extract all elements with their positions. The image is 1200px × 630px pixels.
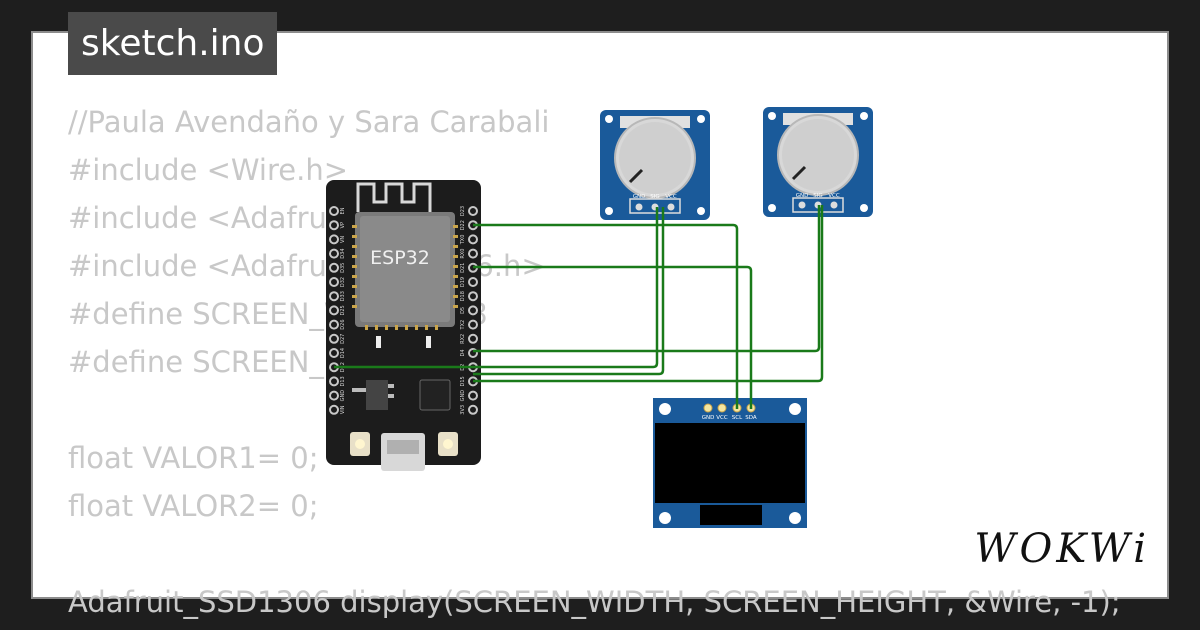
wire-pot2-vcc xyxy=(473,205,824,383)
usb-chip xyxy=(419,379,451,411)
esp32-pin-d34[interactable] xyxy=(329,248,339,259)
esp32-pin-vp[interactable] xyxy=(329,220,339,231)
wires xyxy=(334,205,824,409)
esp32-pin-label: D18 xyxy=(460,291,466,301)
esp32-pin-d18[interactable] xyxy=(468,291,478,302)
esp32-pin-3v3[interactable] xyxy=(468,404,478,415)
wire-sda xyxy=(473,265,753,409)
svg-text:VCC: VCC xyxy=(665,194,677,200)
esp32-pin-label: D21 xyxy=(460,263,466,273)
esp32-pin-label: TX2 xyxy=(460,320,466,331)
esp32-pin-vin[interactable] xyxy=(329,404,339,415)
svg-text:GND: GND xyxy=(702,415,715,421)
svg-text:SDA: SDA xyxy=(745,415,757,421)
esp32-pin-label: VIN xyxy=(340,405,346,414)
esp32-pin-d26[interactable] xyxy=(329,319,339,330)
esp32-pin-label: RX0 xyxy=(460,249,466,259)
esp32-pin-rx0[interactable] xyxy=(468,248,478,259)
esp32-pin-label: D27 xyxy=(340,334,346,344)
esp32-pin-label: VN xyxy=(340,236,346,243)
code-line: float VALOR2= 0; xyxy=(68,489,319,523)
esp32-pin-d25[interactable] xyxy=(329,305,339,316)
esp32-pin-label: GND xyxy=(460,390,466,402)
esp32-pin-label: D33 xyxy=(340,291,346,301)
svg-text:VCC: VCC xyxy=(828,193,840,199)
esp32-pin-label: D25 xyxy=(340,305,346,315)
svg-text:SIG: SIG xyxy=(650,194,659,200)
potentiometer-2[interactable]: GND SIG VCC xyxy=(763,107,873,217)
code-line: float VALOR1= 0; xyxy=(68,441,319,475)
esp32-pin-tx2[interactable] xyxy=(468,319,478,330)
wire-pot2-sig xyxy=(473,205,821,353)
antenna-trace xyxy=(356,182,432,212)
esp32-pin-d19[interactable] xyxy=(468,277,478,287)
esp32-pin-gnd[interactable] xyxy=(329,390,339,401)
oled-screen xyxy=(655,423,805,503)
esp32-pin-label: VP xyxy=(340,222,346,228)
wire-pot1-sig xyxy=(334,207,659,369)
esp32-pin-label: D35 xyxy=(340,263,346,273)
esp32-pin-label: D14 xyxy=(340,348,346,358)
code-line: Adafruit_SSD1306 display(SCREEN_WIDTH, S… xyxy=(68,585,1121,619)
esp32-pin-d13[interactable] xyxy=(329,376,339,387)
esp32-pin-label: EN xyxy=(340,207,346,214)
esp32-pin-label: D5 xyxy=(460,307,466,314)
esp32-pin-d32[interactable] xyxy=(329,277,339,287)
code-line: #include <Wire.h> xyxy=(68,153,349,187)
svg-text:SIG: SIG xyxy=(813,193,822,199)
esp32-pin-label: TX0 xyxy=(460,235,466,246)
esp32-pin-d23[interactable] xyxy=(468,206,478,216)
esp32-pin-d35[interactable] xyxy=(329,262,339,273)
esp32-pin-vn[interactable] xyxy=(329,234,339,245)
esp32-pin-label: 3V3 xyxy=(460,405,466,415)
esp32-pin-gnd[interactable] xyxy=(468,390,478,401)
potentiometer-1[interactable]: GND SIG VCC xyxy=(600,110,710,220)
esp32-label: ESP32 xyxy=(370,247,430,269)
esp32-pin-rx2[interactable] xyxy=(468,333,478,344)
esp32-pin-label: D22 xyxy=(460,220,466,230)
esp32-pin-label: D13 xyxy=(340,376,346,386)
esp32-pin-label: D15 xyxy=(460,376,466,386)
knob-indicator xyxy=(791,165,807,181)
wokwi-logo: WOKWi xyxy=(974,526,1150,572)
esp32-pin-tx0[interactable] xyxy=(468,234,478,245)
esp32-pin-label: GND xyxy=(340,390,346,402)
svg-text:GND: GND xyxy=(796,193,809,199)
esp32-pin-d5[interactable] xyxy=(468,305,478,316)
voltage-regulator xyxy=(366,380,388,410)
esp32-pin-d33[interactable] xyxy=(329,291,339,302)
esp32-pin-label: RX2 xyxy=(460,334,466,344)
esp32-pin-d27[interactable] xyxy=(329,333,339,344)
esp32-pin-label: D26 xyxy=(340,319,346,329)
wire-scl xyxy=(473,223,739,409)
wire-pot1-vcc xyxy=(473,207,665,376)
esp32-pin-label: D32 xyxy=(340,277,346,287)
esp32-pin-label: D19 xyxy=(460,277,466,287)
esp32-pin-d14[interactable] xyxy=(329,348,339,358)
oled-display[interactable]: GND VCC SCL SDA xyxy=(653,398,807,528)
esp32-pin-en[interactable] xyxy=(329,206,339,216)
esp32-pin-label: D4 xyxy=(460,349,466,356)
esp32-pin-label: D34 xyxy=(340,248,346,258)
svg-text:GND: GND xyxy=(633,194,646,200)
esp32-board[interactable]: ESP32 ENVPVND34D35D32D33D25D26D27D14D12D… xyxy=(326,180,481,471)
file-tab[interactable]: sketch.ino xyxy=(68,12,278,75)
esp32-pin-label: D23 xyxy=(460,206,466,216)
svg-text:SCL: SCL xyxy=(732,415,743,421)
svg-text:VCC: VCC xyxy=(716,415,728,421)
knob-indicator xyxy=(628,168,644,184)
code-line: //Paula Avendaño y Sara Carabali xyxy=(68,105,550,139)
